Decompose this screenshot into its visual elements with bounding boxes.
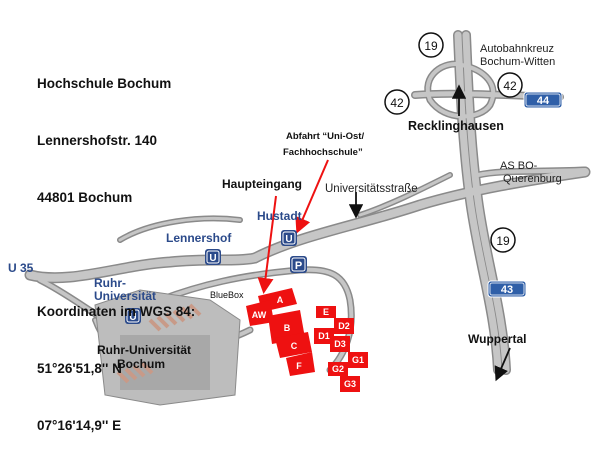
building-aw: AW <box>252 310 267 320</box>
svg-text:P: P <box>295 260 302 272</box>
label-ruhr-uni-2: Universität <box>94 289 156 303</box>
building-e: E <box>323 307 329 317</box>
svg-text:U: U <box>129 312 136 323</box>
building-d2: D2 <box>338 321 350 331</box>
svg-text:42: 42 <box>503 79 517 93</box>
label-rub-2: Bochum <box>117 357 165 371</box>
label-bochum-witten: Bochum-Witten <box>480 56 555 68</box>
label-bluebox: BlueBox <box>210 290 244 300</box>
b19-mid-shield: 19 <box>490 227 516 253</box>
svg-text:42: 42 <box>390 96 404 110</box>
label-ruhr-uni-1: Ruhr- <box>94 276 126 290</box>
building-f: F <box>296 361 302 371</box>
label-as-bo: AS BO- <box>500 160 538 172</box>
label-hustadt: Hustadt <box>257 209 302 223</box>
svg-text:19: 19 <box>424 39 438 53</box>
coords-heading: Koordinaten im WGS 84: <box>37 304 196 319</box>
building-g1: G1 <box>352 355 364 365</box>
label-rub-1: Ruhr-Universität <box>97 343 191 357</box>
road-shields: 19 42 42 19 44 43 <box>384 32 563 298</box>
hochschule-buildings <box>246 288 368 392</box>
address-street: Lennershofstr. 140 <box>37 133 158 148</box>
building-d1: D1 <box>318 331 330 341</box>
building-g3: G3 <box>344 379 356 389</box>
svg-text:43: 43 <box>501 284 513 296</box>
label-u35: U 35 <box>8 261 34 275</box>
wuppertal-arrow <box>494 347 511 382</box>
abfahrt-arrow <box>295 159 329 234</box>
arrows <box>257 84 511 382</box>
building-c: C <box>291 341 298 351</box>
a43-shield: 43 <box>487 280 527 298</box>
label-wuppertal: Wuppertal <box>468 332 526 346</box>
building-g2: G2 <box>332 364 344 374</box>
label-querenburg: Querenburg <box>503 173 562 185</box>
label-recklinghausen: Recklinghausen <box>408 119 504 133</box>
haupteingang-arrow <box>257 195 277 294</box>
label-abfahrt-1: Abfahrt “Uni-Ost/ <box>286 131 364 142</box>
svg-text:U: U <box>285 234 292 245</box>
label-universitaetsstrasse: Universitätsstraße <box>325 183 418 195</box>
ubahn-hustadt-icon: U <box>281 230 297 246</box>
label-haupteingang: Haupteingang <box>222 177 302 191</box>
a44-shield: 44 <box>523 91 563 109</box>
building-b: B <box>284 323 291 333</box>
b42-right-shield: 42 <box>497 72 523 98</box>
label-abfahrt-2: Fachhochschule” <box>283 147 363 158</box>
b19-top-shield: 19 <box>418 32 444 58</box>
svg-text:19: 19 <box>496 234 510 248</box>
label-autobahnkreuz: Autobahnkreuz <box>480 43 554 55</box>
label-lennershof: Lennershof <box>166 231 232 245</box>
map-labels: Autobahnkreuz Bochum-Witten Recklinghaus… <box>8 43 562 371</box>
coords-lat: 51°26'51,8'' N <box>37 361 122 376</box>
coords-lon: 07°16'14,9'' E <box>37 418 122 433</box>
building-d3: D3 <box>334 339 346 349</box>
campus-map: A AW B C F E D2 D1 D3 G1 G2 G3 19 42 42 <box>8 30 591 406</box>
ubahn-lennershof-icon: U <box>205 249 221 265</box>
svg-text:44: 44 <box>537 95 550 107</box>
ubahn-ruhr-uni-icon: U <box>125 308 141 324</box>
b42-left-shield: 42 <box>384 89 410 115</box>
ubahn-symbols: U U U P <box>125 230 307 324</box>
address-block: Hochschule Bochum Lennershofstr. 140 448… <box>37 36 195 454</box>
address-name: Hochschule Bochum <box>37 76 172 91</box>
building-labels: A AW B C F E D2 D1 D3 G1 G2 G3 <box>252 295 364 389</box>
parking-icon: P <box>290 256 307 273</box>
building-a: A <box>277 295 284 305</box>
svg-text:U: U <box>209 253 216 264</box>
address-city: 44801 Bochum <box>37 190 133 205</box>
